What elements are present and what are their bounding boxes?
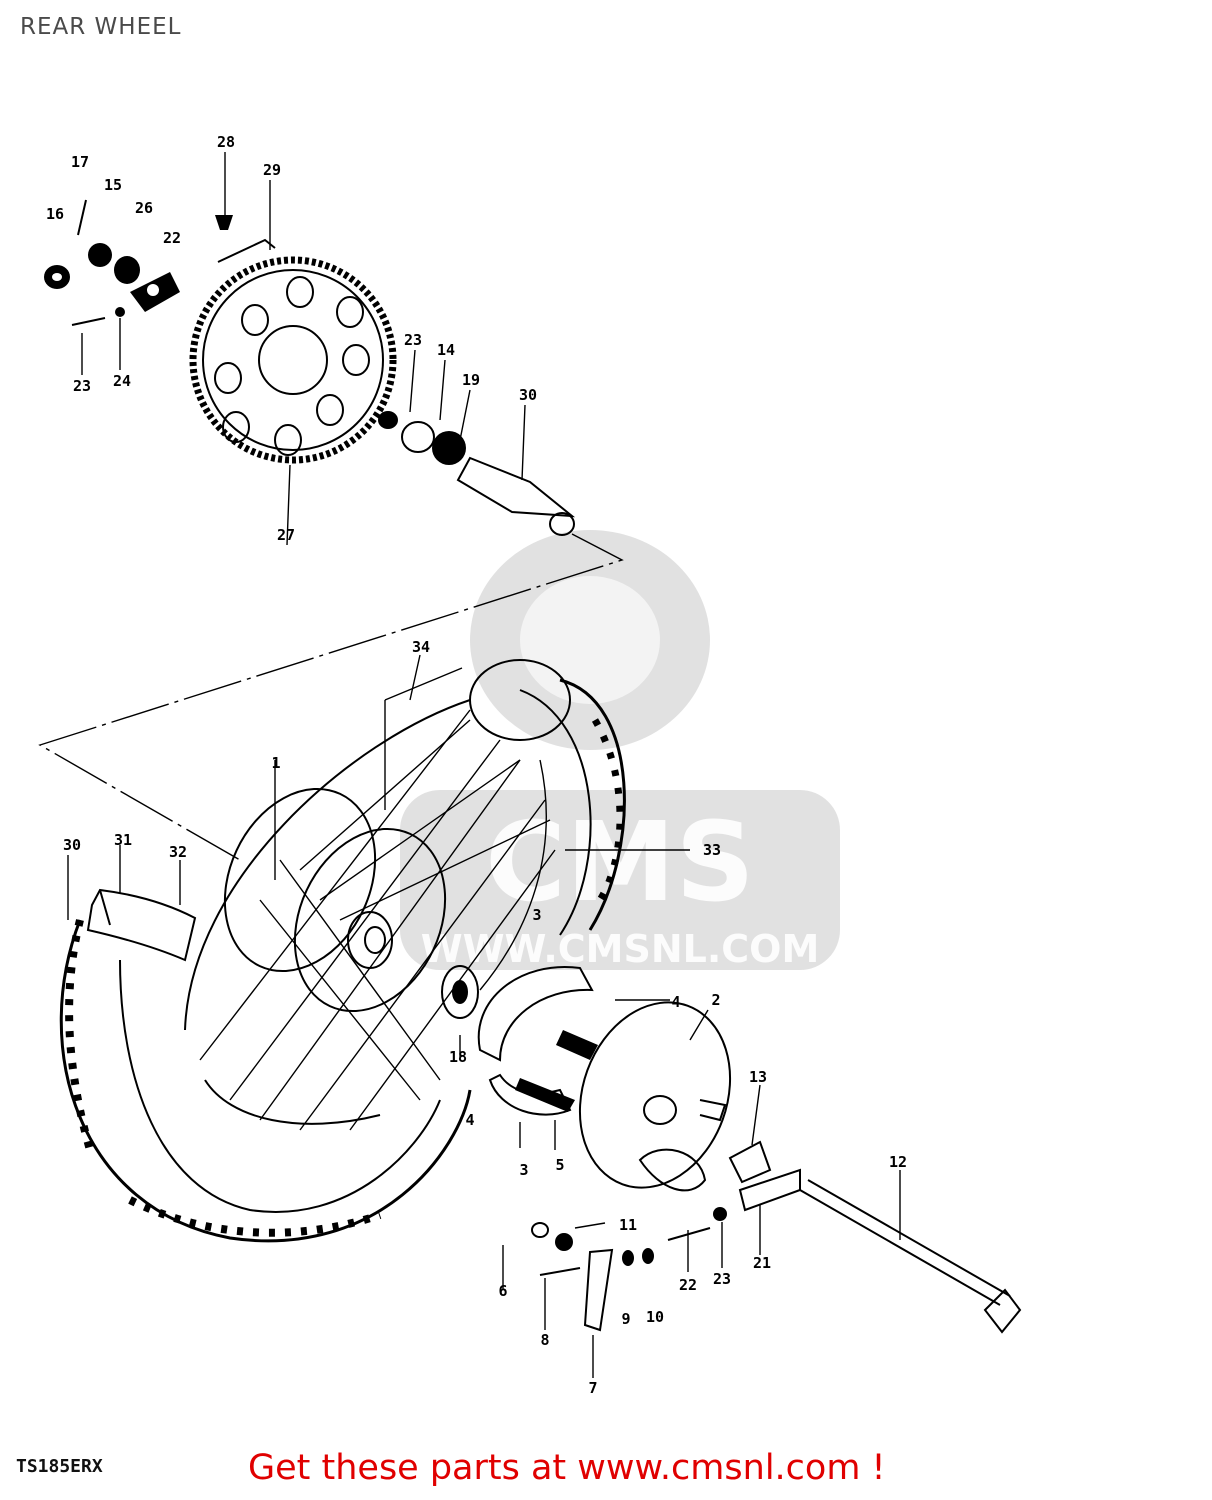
callout-label: 34 [412, 638, 430, 656]
callout-label: 4 [465, 1111, 474, 1129]
callout-label: 22 [163, 229, 181, 247]
callout-label: 21 [753, 1254, 771, 1272]
rear-axle-parts [728, 1140, 1022, 1334]
callout-label: 30 [519, 386, 537, 404]
watermark-logo-text: CMS [485, 798, 754, 926]
callout-leaders [67, 152, 901, 1378]
callout-label: 12 [889, 1153, 907, 1171]
callout-label: 32 [169, 843, 187, 861]
assembly-guide-lines [38, 533, 624, 861]
model-code: TS185ERX [16, 1456, 103, 1477]
tube-and-rim-band [86, 888, 197, 962]
callout-label: 27 [277, 526, 295, 544]
watermark-url-text: WWW.CMSNL.COM [421, 927, 820, 971]
callout-label: 31 [114, 831, 132, 849]
callout-label: 23 [73, 377, 91, 395]
rear-tire [59, 678, 626, 1243]
page-title: REAR WHEEL [20, 14, 182, 40]
brake-panel [578, 1001, 732, 1192]
callout-label: 2 [711, 991, 720, 1009]
callout-label: 8 [540, 1331, 549, 1349]
callout-label: 16 [46, 205, 64, 223]
brake-lever-hardware [531, 1207, 727, 1332]
callout-label: 11 [619, 1216, 637, 1234]
callout-label: 28 [217, 133, 235, 151]
sprocket-axle-parts [378, 411, 576, 536]
callout-label: 14 [437, 341, 455, 359]
callout-label: 5 [555, 1156, 564, 1174]
callout-label: 15 [104, 176, 122, 194]
callout-label: 30 [63, 836, 81, 854]
callout-label: 26 [135, 199, 153, 217]
callout-label: 17 [71, 153, 89, 171]
brake-shoe-assembly [441, 965, 598, 1116]
promo-link-text[interactable]: Get these parts at www.cmsnl.com ! [248, 1448, 886, 1488]
callout-label: 33 [703, 841, 721, 859]
callout-label: 9 [621, 1310, 630, 1328]
callout-label: 6 [498, 1282, 507, 1300]
callout-labels: 17 15 16 26 22 28 29 23 24 23 14 19 30 2… [46, 133, 907, 1397]
callout-label: 19 [462, 371, 480, 389]
hub-hardware-group [44, 199, 180, 326]
callout-label: 7 [588, 1379, 597, 1397]
callout-label: 18 [449, 1048, 467, 1066]
callout-label: 23 [713, 1270, 731, 1288]
watermark-logo: CMS WWW.CMSNL.COM [400, 530, 840, 971]
callout-label: 24 [113, 372, 131, 390]
rear-sprocket [189, 215, 397, 464]
callout-label: 4 [671, 993, 680, 1011]
callout-label: 1 [271, 754, 280, 772]
callout-label: 22 [679, 1276, 697, 1294]
callout-label: 29 [263, 161, 281, 179]
rear-hub [223, 787, 447, 1013]
callout-label: 3 [519, 1161, 528, 1179]
callout-label: 23 [404, 331, 422, 349]
callout-label: 13 [749, 1068, 767, 1086]
callout-label: 10 [646, 1308, 664, 1326]
rear-rim-and-spokes [184, 659, 571, 1131]
callout-label: 3 [532, 906, 541, 924]
